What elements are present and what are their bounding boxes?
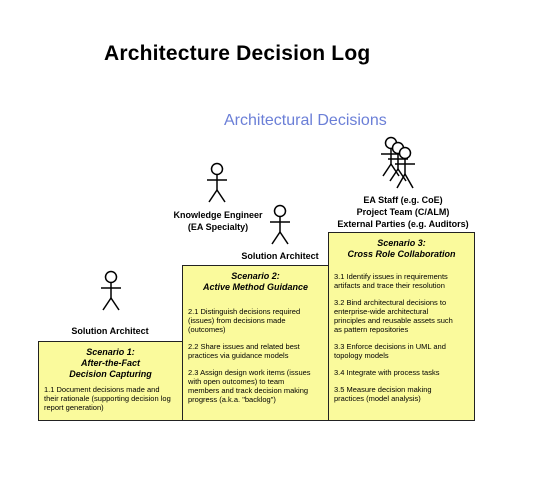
role-solution-architect-2: Solution Architect [241, 251, 319, 261]
scenario-1-heading: Scenario 1: After-the-Fact Decision Capt… [69, 347, 152, 379]
scenario-1-box: Scenario 1: After-the-Fact Decision Capt… [38, 341, 183, 421]
scenario-3-heading: Scenario 3: Cross Role Collaboration [347, 238, 456, 259]
scenario-3-item: 3.4 Integrate with process tasks [334, 368, 440, 377]
scenario-3-item: 3.1 Identify issues in requirements arti… [334, 272, 448, 290]
scenario-2-item: 2.1 Distinguish decisions required (issu… [188, 307, 301, 334]
solution-architect-2-icon [270, 204, 290, 245]
role-knowledge-engineer: Knowledge Engineer (EA Specialty) [173, 210, 263, 232]
scenario-3-item: 3.3 Enforce decisions in UML and topolog… [334, 342, 446, 360]
scenario-3-item: 3.2 Bind architectural decisions to ente… [334, 298, 453, 334]
people-group-icon [381, 136, 415, 189]
knowledge-engineer-icon [207, 162, 227, 203]
scenario-1-item: 1.1 Document decisions made and their ra… [44, 385, 171, 412]
role-ea-staff-group: EA Staff (e.g. CoE) Project Team (C/ALM)… [337, 195, 469, 229]
scenario-3-box: Scenario 3: Cross Role Collaboration 3.1… [328, 232, 475, 421]
scenario-3-item: 3.5 Measure decision making practices (m… [334, 385, 432, 403]
solution-architect-1-icon [101, 270, 121, 311]
scenario-2-box: Scenario 2: Active Method Guidance 2.1 D… [182, 265, 329, 421]
scenario-2-item: 2.2 Share issues and related best practi… [188, 342, 300, 360]
scenario-2-item: 2.3 Assign design work items (issues wit… [188, 368, 311, 404]
diagram-subtitle: Architectural Decisions [224, 112, 387, 129]
page-title: Architecture Decision Log [104, 42, 371, 65]
scenario-2-heading: Scenario 2: Active Method Guidance [202, 271, 309, 292]
role-solution-architect-1: Solution Architect [71, 326, 149, 336]
